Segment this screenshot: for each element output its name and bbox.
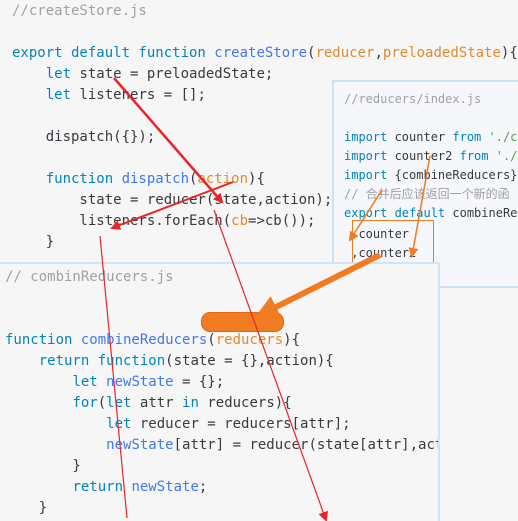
code-token: './c bbox=[488, 130, 518, 144]
code-token: {combineReducers} bbox=[394, 168, 518, 182]
code-token: ){ bbox=[248, 171, 265, 187]
code-line: return newState; bbox=[5, 477, 207, 498]
code-token: = {}; bbox=[173, 374, 225, 390]
code-line: listeners.forEach(cb=>cb()); bbox=[12, 211, 315, 232]
code-token: } bbox=[12, 234, 55, 250]
combine-reducers-code-panel: // combinReducers.js function combineRedu… bbox=[0, 262, 440, 521]
code-line: let state = preloadedState; bbox=[12, 64, 274, 85]
code-token: ( bbox=[97, 395, 107, 411]
code-token: //createStore.js bbox=[12, 3, 147, 19]
code-token: ( bbox=[207, 332, 216, 348]
code-line: } bbox=[5, 498, 47, 519]
code-line: // 合并后应该返回一个新的函 bbox=[344, 185, 510, 204]
code-token: './ bbox=[495, 149, 518, 163]
code-line: state = reducer(state,action); bbox=[12, 190, 332, 211]
code-token: import bbox=[344, 130, 395, 144]
code-token bbox=[5, 374, 72, 390]
code-token: //reducers/index.js bbox=[344, 92, 482, 106]
code-token: cb bbox=[231, 213, 249, 229]
code-line: function dispatch(action){ bbox=[12, 169, 265, 190]
code-token: function bbox=[45, 171, 122, 187]
reducers-index-code-panel: //reducers/index.js import counter from '… bbox=[332, 80, 518, 288]
code-token: counter bbox=[394, 130, 453, 144]
code-token: import bbox=[344, 168, 395, 182]
code-token: state = reducer(state,action); bbox=[12, 192, 333, 208]
code-token: combineRe bbox=[452, 206, 518, 220]
code-token: newState bbox=[106, 437, 174, 453]
counter-highlight-box bbox=[352, 220, 434, 268]
code-line: import {combineReducers} bbox=[344, 166, 517, 185]
code-line: //reducers/index.js bbox=[344, 90, 481, 109]
code-line: import counter from './c bbox=[344, 128, 517, 147]
code-token: let bbox=[106, 395, 140, 411]
code-token: ; bbox=[198, 479, 208, 495]
code-token: ){ bbox=[283, 332, 301, 348]
code-token: reducers bbox=[215, 332, 284, 348]
code-token: let bbox=[45, 87, 80, 103]
code-token: preloadedState bbox=[382, 45, 501, 61]
code-token: listeners.forEach( bbox=[12, 213, 232, 229]
code-token: let bbox=[45, 66, 80, 82]
code-token: reducer bbox=[315, 45, 375, 61]
code-token: (state = {},action){ bbox=[165, 353, 334, 369]
code-token: ( bbox=[307, 45, 316, 61]
code-token: dispatch({}); bbox=[12, 129, 156, 145]
code-token bbox=[5, 416, 106, 432]
code-token: listeners = []; bbox=[79, 87, 206, 103]
code-token: import bbox=[344, 149, 395, 163]
code-line: import counter2 from './ bbox=[344, 147, 517, 166]
code-token: state = preloadedState; bbox=[79, 66, 274, 82]
code-token: , bbox=[374, 45, 383, 61]
code-token: dispatch bbox=[121, 171, 190, 187]
code-token: createStore bbox=[214, 45, 308, 61]
code-line: } bbox=[5, 456, 81, 477]
code-token: } bbox=[5, 500, 48, 516]
code-token bbox=[12, 87, 46, 103]
code-line: let newState = {}; bbox=[5, 372, 224, 393]
code-token: function bbox=[5, 332, 81, 348]
code-token: action bbox=[197, 171, 249, 187]
code-token: counter2 bbox=[394, 149, 460, 163]
code-token: } bbox=[5, 458, 81, 474]
code-token: attr bbox=[139, 395, 183, 411]
code-token: from bbox=[452, 130, 489, 144]
code-line: dispatch({}); bbox=[12, 127, 156, 148]
code-line: function combineReducers(reducers){ bbox=[5, 330, 300, 351]
code-line: export default function createStore(redu… bbox=[12, 43, 518, 64]
code-line: let listeners = []; bbox=[12, 85, 206, 106]
code-token: newState bbox=[131, 479, 199, 495]
code-token bbox=[5, 395, 72, 411]
code-token: reducers){ bbox=[207, 395, 292, 411]
code-token: for bbox=[72, 395, 98, 411]
code-line: //createStore.js bbox=[12, 1, 147, 22]
code-token: // 合并后应该返回一个新的函 bbox=[344, 187, 510, 201]
reducers-param-highlight bbox=[201, 312, 284, 332]
code-token: export default function bbox=[12, 45, 215, 61]
code-line: } bbox=[12, 232, 54, 253]
code-token: from bbox=[459, 149, 496, 163]
code-token: combineReducers bbox=[80, 332, 208, 348]
code-token: =>cb()); bbox=[248, 213, 316, 229]
code-token: reducer = reducers[attr]; bbox=[139, 416, 351, 432]
code-line: let reducer = reducers[attr]; bbox=[5, 414, 351, 435]
code-token: let bbox=[72, 374, 107, 390]
code-line: newState[attr] = reducer(state[attr],act… bbox=[5, 435, 438, 456]
code-token bbox=[12, 66, 46, 82]
code-token bbox=[5, 479, 72, 495]
code-token: newState bbox=[106, 374, 174, 390]
code-token: let bbox=[106, 416, 140, 432]
code-line: return function(state = {},action){ bbox=[5, 351, 334, 372]
code-line: // combinReducers.js bbox=[5, 267, 174, 288]
code-token: ){ bbox=[500, 45, 518, 61]
code-line: for(let attr in reducers){ bbox=[5, 393, 292, 414]
code-token: in bbox=[182, 395, 208, 411]
code-token: [attr] = reducer(state[attr],action); bbox=[173, 437, 438, 453]
code-token: // combinReducers.js bbox=[5, 269, 174, 285]
code-token bbox=[12, 171, 46, 187]
code-token bbox=[5, 353, 39, 369]
code-token: return function bbox=[38, 353, 166, 369]
code-token bbox=[5, 437, 106, 453]
code-token: export default bbox=[344, 206, 453, 220]
code-token: return bbox=[72, 479, 132, 495]
